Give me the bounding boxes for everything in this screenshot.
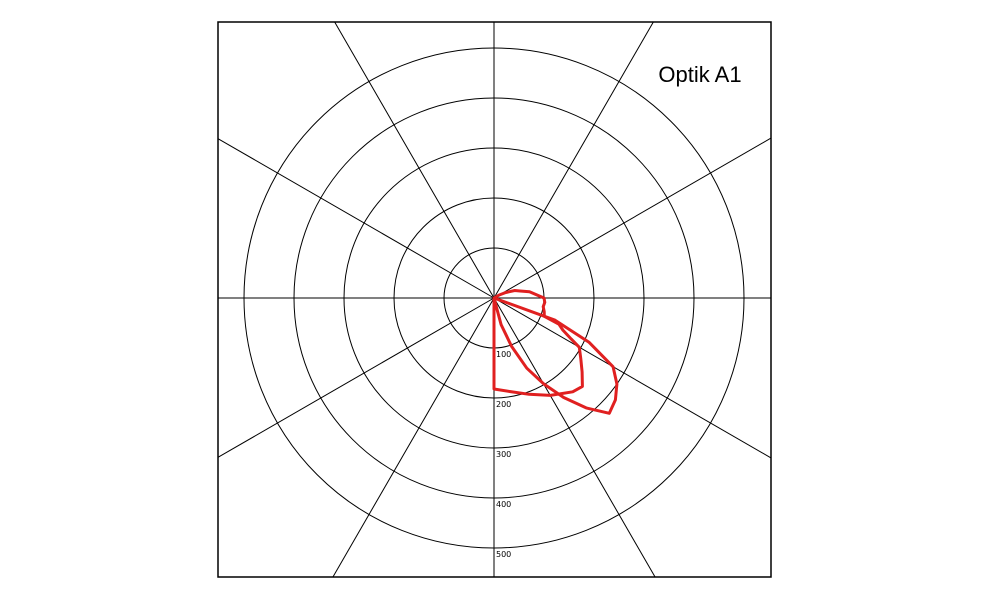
radial-tick-label: 100: [496, 350, 511, 359]
chart-title: Optik A1: [658, 62, 741, 87]
grid-spoke: [334, 21, 495, 299]
grid-spoke: [493, 21, 654, 299]
radial-tick-label: 200: [496, 400, 511, 409]
grid-spoke: [493, 137, 772, 299]
intensity-curves: [492, 289, 619, 415]
intensity-curve-2: [492, 296, 619, 415]
radial-tick-label: 300: [496, 450, 511, 459]
radial-tick-labels: 100 200 300 400 500: [496, 350, 511, 559]
grid-spoke: [332, 297, 495, 578]
radial-tick-label: 400: [496, 500, 511, 509]
grid-spoke: [217, 297, 495, 458]
grid-spoke: [493, 297, 656, 578]
grid-spoke: [217, 138, 495, 299]
radial-tick-label: 500: [496, 550, 511, 559]
grid-spoke: [493, 297, 772, 459]
